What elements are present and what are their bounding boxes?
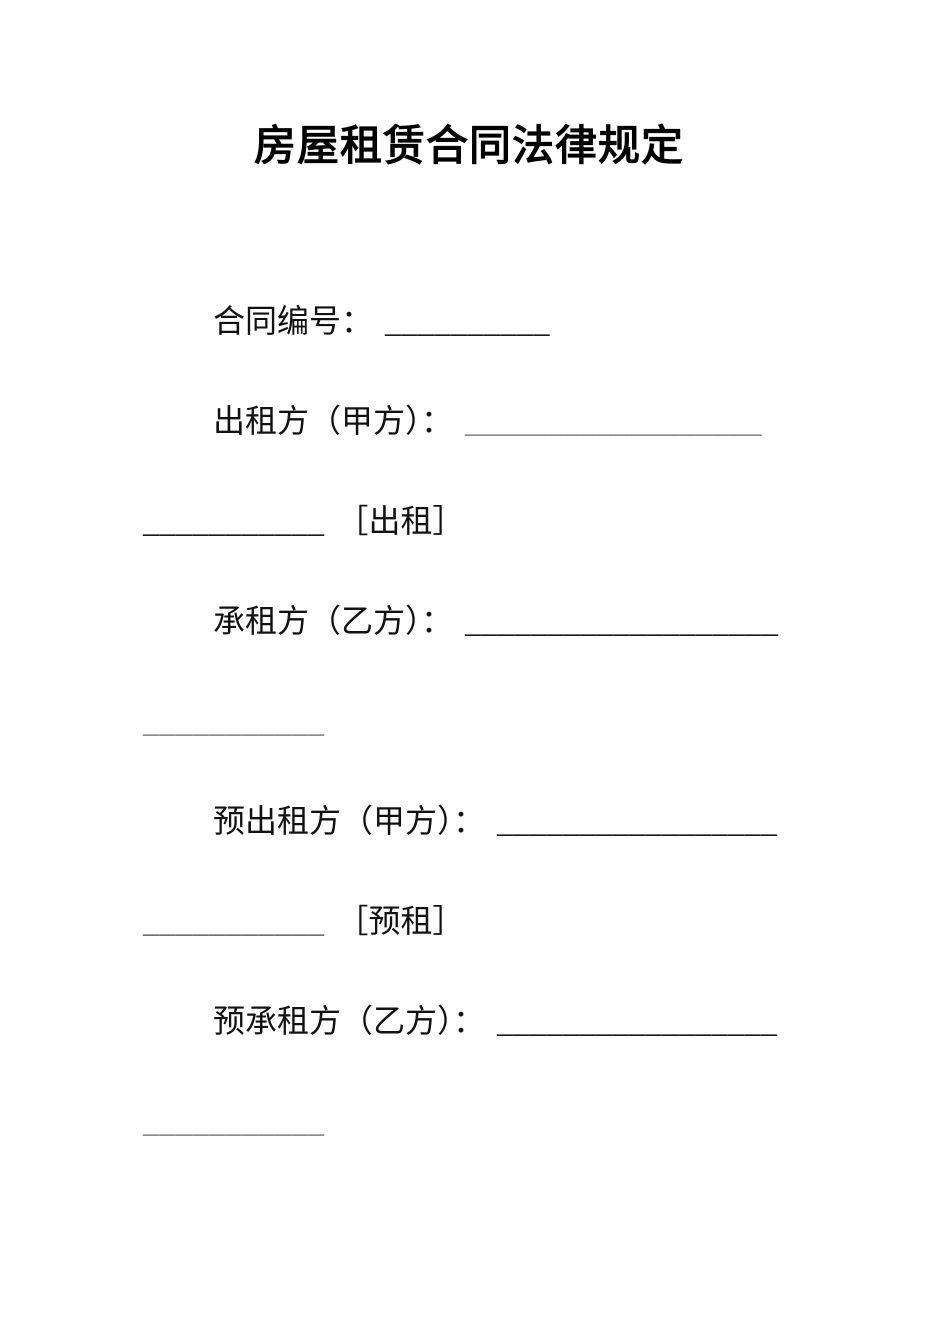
- continuation-blank: ___________: [143, 1103, 325, 1140]
- lessor-label: 出租方（甲方）：: [213, 403, 454, 440]
- pre-lease-bracket-line: ___________ ［预租］: [143, 898, 795, 944]
- continuation-blank: ___________: [143, 703, 325, 740]
- pre-lessee-blank: _________________: [497, 1003, 778, 1040]
- pre-lessor-line: 预出租方（甲方）： _________________: [143, 798, 795, 844]
- lessor-blank: __________________: [465, 403, 763, 440]
- continuation-blank: ___________: [143, 903, 325, 940]
- lessee-line: 承租方（乙方）： ___________________: [143, 598, 795, 644]
- lessee-blank: ___________________: [465, 603, 779, 640]
- continuation-blank: ___________: [143, 503, 325, 540]
- pre-lessor-blank: _________________: [497, 803, 778, 840]
- lessor-line: 出租方（甲方）： __________________: [143, 398, 795, 444]
- lessee-continuation-line: ___________: [143, 698, 795, 744]
- pre-lessor-label: 预出租方（甲方）：: [213, 803, 486, 840]
- pre-lessee-continuation-line: ___________: [143, 1098, 795, 1144]
- contract-number-label: 合同编号：: [213, 303, 374, 340]
- pre-lessee-line: 预承租方（乙方）： _________________: [143, 998, 795, 1044]
- pre-lease-bracket-note: ［预租］: [336, 903, 465, 940]
- contract-number-line: 合同编号： __________: [143, 298, 795, 344]
- document-body: 合同编号：__________ 出租方（甲方）：________________…: [143, 298, 795, 1144]
- document-title: 房屋租赁合同法律规定: [253, 124, 684, 170]
- lease-bracket-note: ［出租］: [336, 503, 465, 540]
- pre-lessee-label: 预承租方（乙方）：: [213, 1003, 486, 1040]
- lease-bracket-line: ___________ ［出租］: [143, 498, 795, 544]
- contract-number-blank: __________: [385, 303, 551, 340]
- lessee-label: 承租方（乙方）：: [213, 603, 454, 640]
